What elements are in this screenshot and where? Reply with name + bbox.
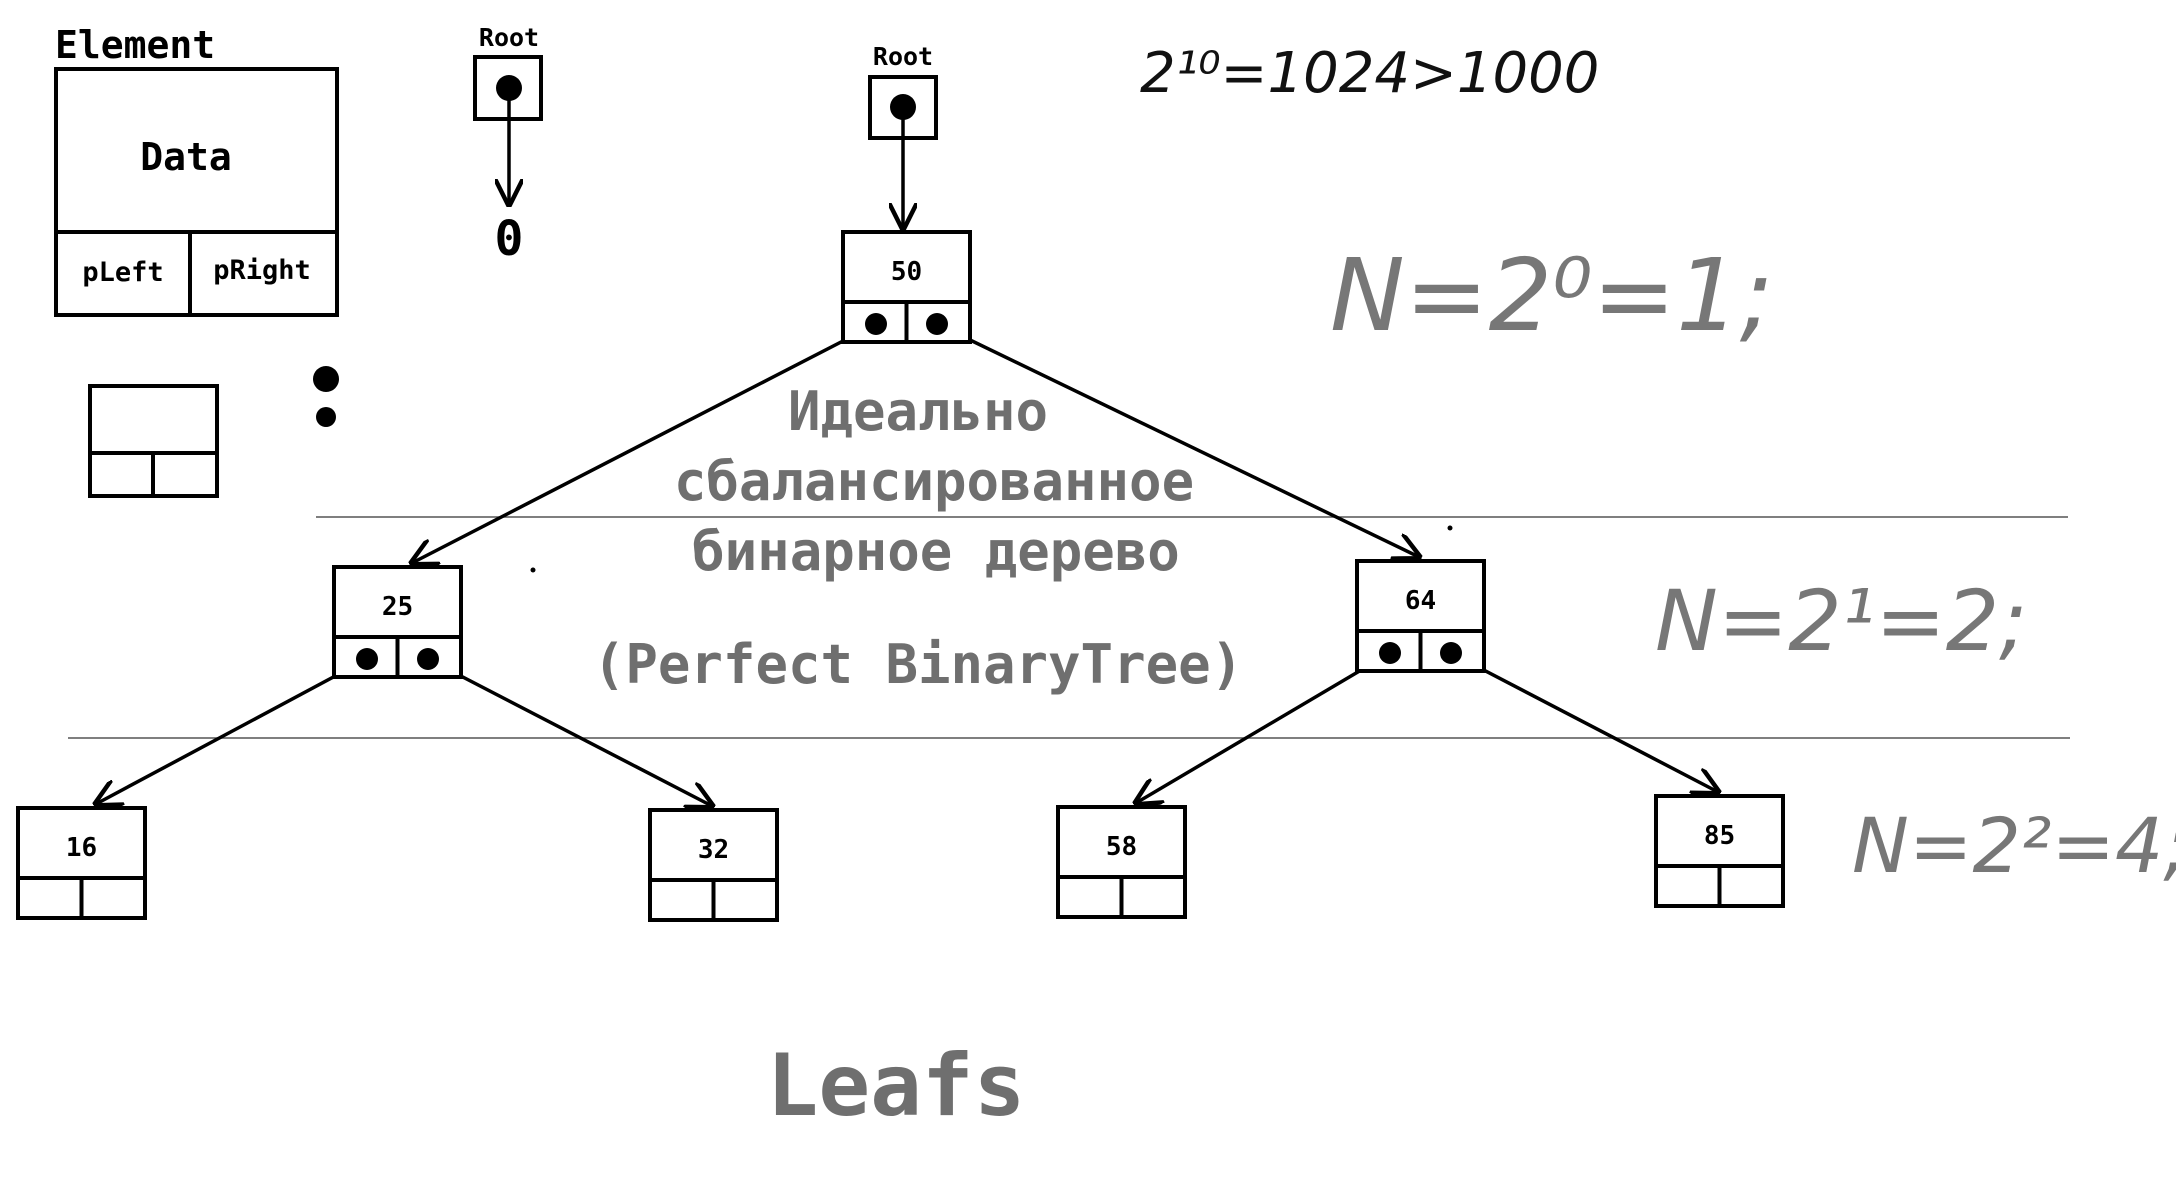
pointer-dot [1440, 642, 1462, 664]
small-element-icon [88, 384, 219, 498]
pointer-dot [926, 313, 948, 335]
tree-nodes: 50 25 64 16 32 58 85 [16, 230, 1785, 922]
tree-root-label: Root [873, 42, 933, 71]
tree-node-25: 25 [332, 565, 463, 679]
tree-node-58: 58 [1056, 805, 1187, 919]
node-value: 58 [1106, 832, 1137, 862]
edge-n50-n25 [412, 322, 877, 563]
caption-line-3: бинарное дерево [692, 520, 1180, 583]
empty-root-label: Root [479, 23, 539, 52]
null-value: 0 [495, 211, 524, 267]
pointer-dot [356, 648, 378, 670]
element-data-label: Data [140, 135, 232, 179]
caption: Идеально сбалансированное бинарное дерев… [593, 380, 1243, 696]
note-top: 2¹⁰=1024>1000 [1140, 41, 1599, 106]
node-value: 16 [66, 833, 97, 863]
pointer-dot [1379, 642, 1401, 664]
element-pright-label: pRight [213, 255, 311, 286]
note-level-0: N=2⁰=1; [1330, 237, 1773, 354]
caption-line-2: сбалансированное [674, 450, 1194, 513]
edge-n25-n32 [427, 657, 712, 806]
node-value: 50 [891, 257, 922, 287]
tree-node-85: 85 [1654, 794, 1785, 908]
edge-n25-n16 [96, 657, 368, 804]
tree-node-16: 16 [16, 806, 147, 920]
tree-edges [96, 107, 1718, 806]
caption-line-1: Идеально [788, 380, 1048, 443]
node-value: 32 [698, 835, 729, 865]
speck [530, 567, 536, 573]
colon-dot-lower [316, 407, 336, 427]
edge-n64-n85 [1450, 651, 1718, 792]
note-level-1: N=2¹=2; [1655, 572, 2027, 670]
edge-n50-n64 [936, 322, 1419, 557]
caption-line-4: (Perfect BinaryTree) [593, 633, 1243, 696]
element-pleft-label: pLeft [82, 257, 163, 288]
element-legend: Element Data pLeft pRight [54, 23, 339, 317]
node-value: 25 [382, 592, 413, 622]
colon-dot-upper [313, 366, 339, 392]
element-legend-title: Element [55, 23, 215, 67]
tree-node-32: 32 [648, 808, 779, 922]
node-value: 64 [1405, 586, 1436, 616]
leafs-label: Leafs [767, 1036, 1026, 1136]
empty-tree: Root 0 [473, 23, 543, 267]
pointer-dot [417, 648, 439, 670]
node-value: 85 [1704, 821, 1735, 851]
tree-node-64: 64 [1355, 559, 1486, 673]
edge-n64-n58 [1136, 651, 1391, 803]
pointer-dot [865, 313, 887, 335]
tree-node-50: 50 [841, 230, 972, 344]
note-level-2: N=2²=4; [1852, 801, 2176, 890]
speck [1447, 525, 1453, 531]
tree-root-pointer: Root [868, 42, 938, 140]
